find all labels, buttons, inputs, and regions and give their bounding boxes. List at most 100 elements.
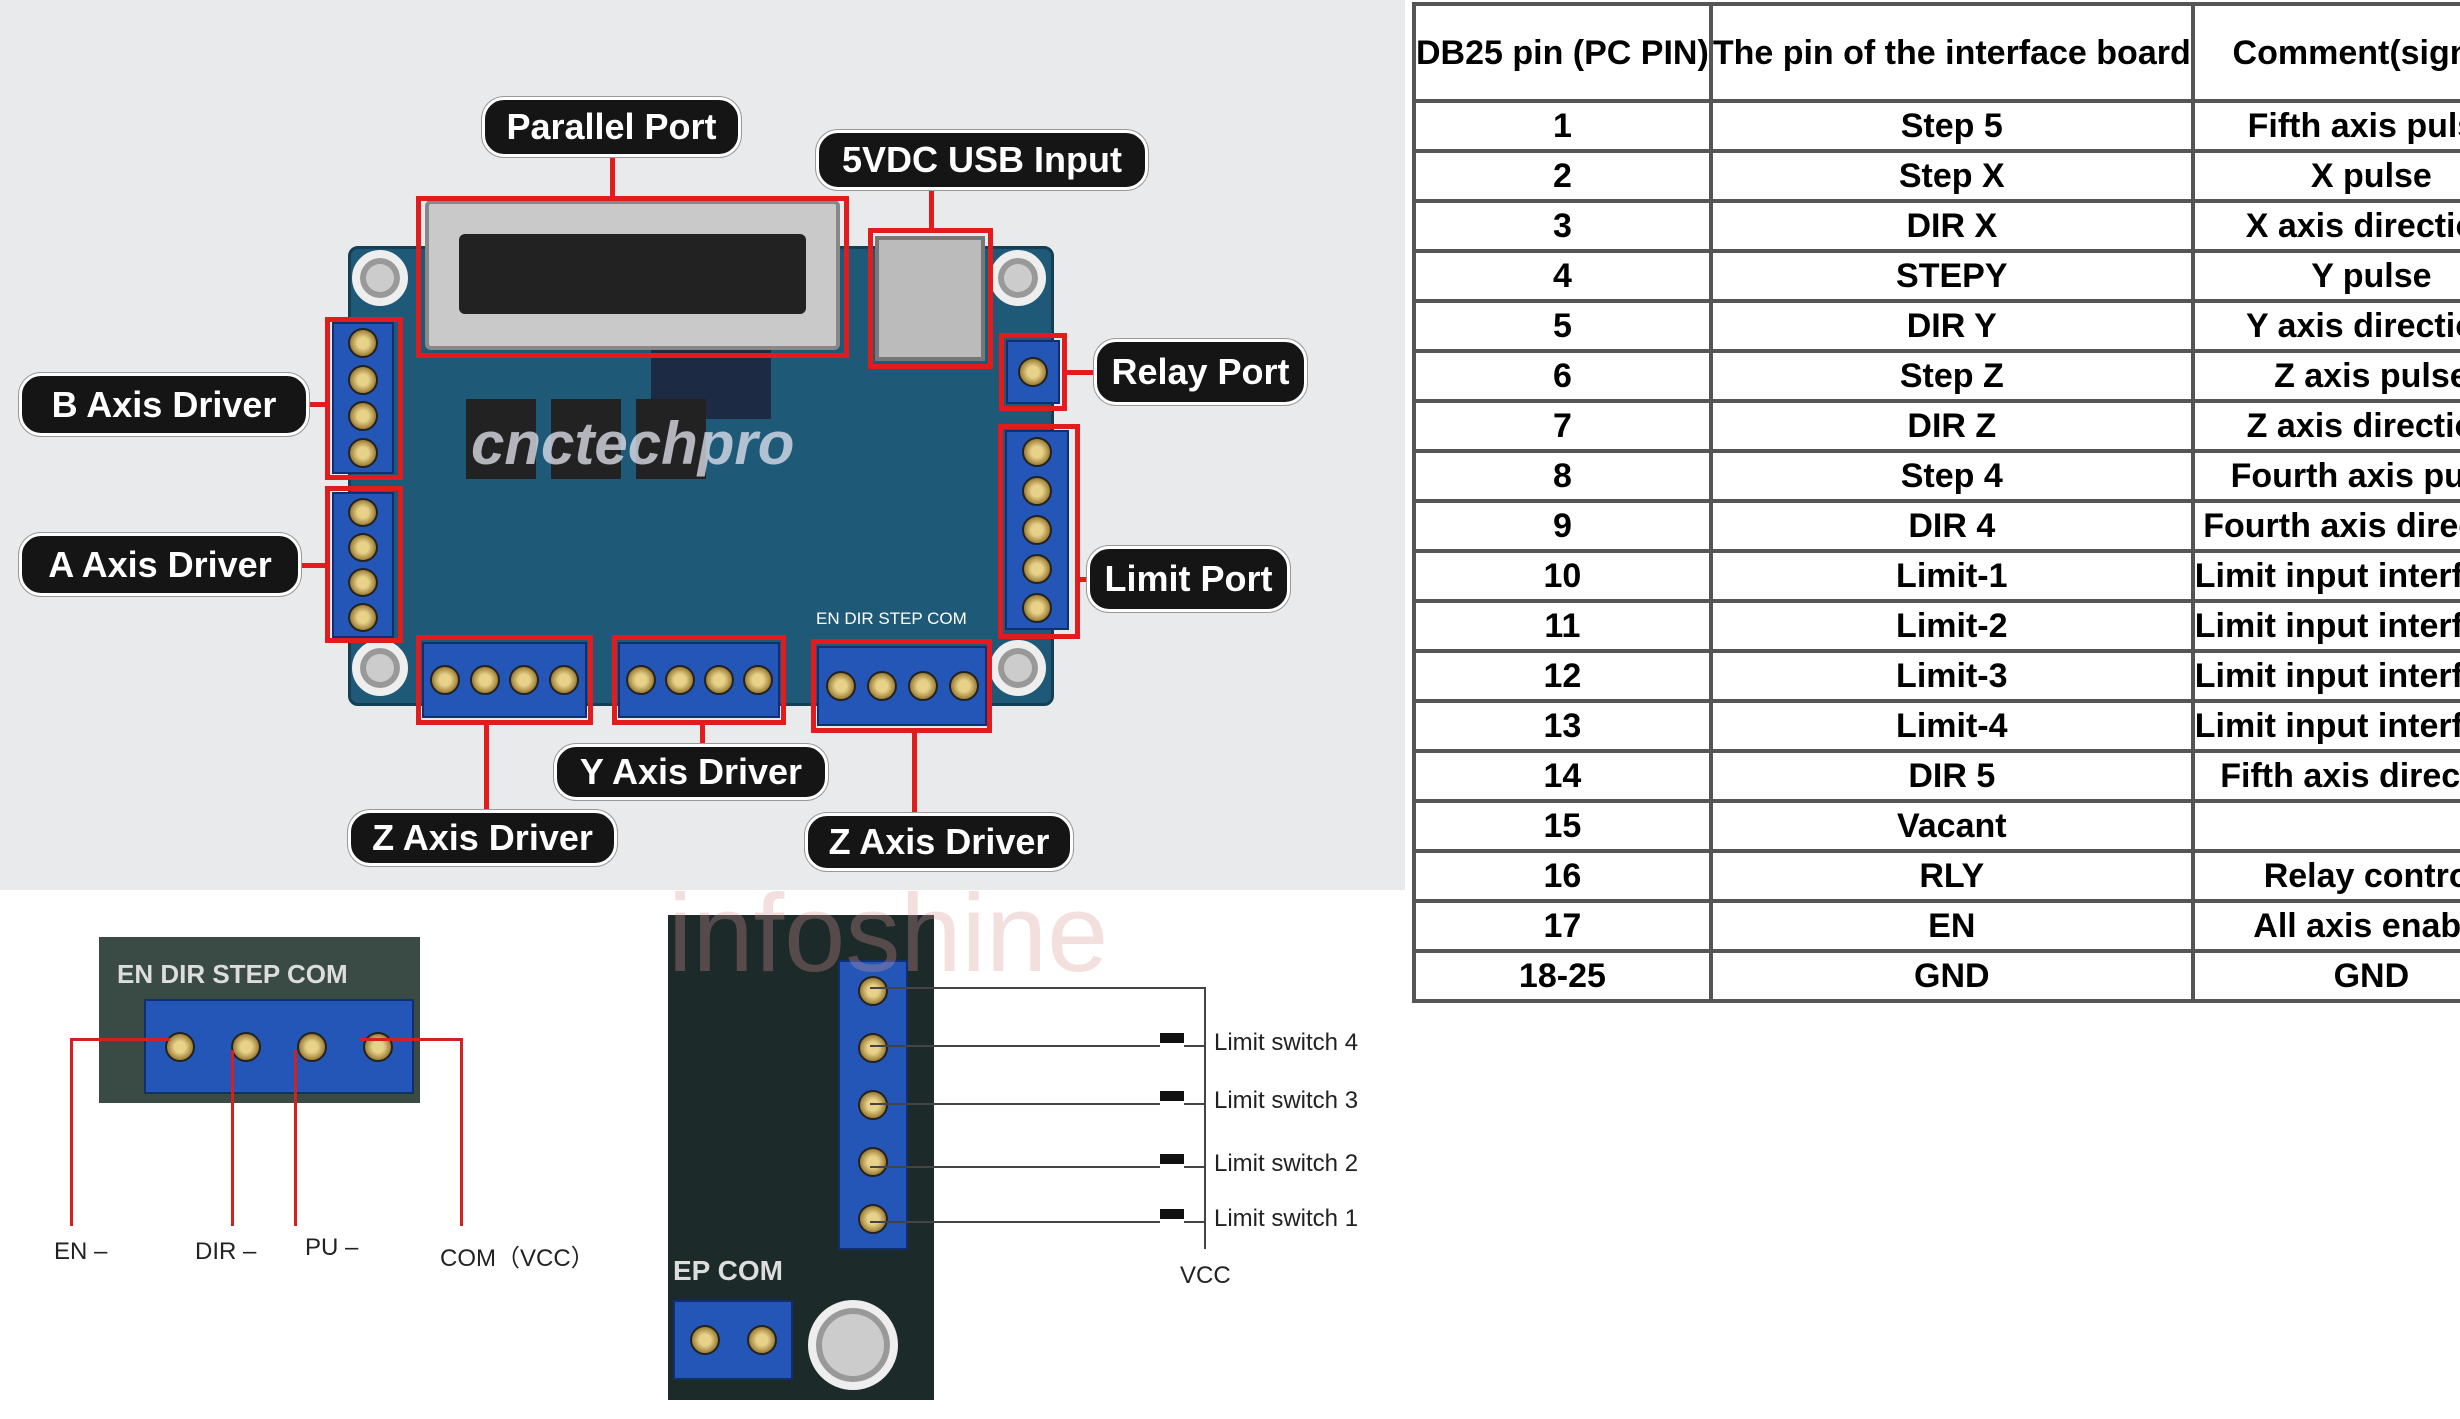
cell-comment: Y axis direction	[2190, 299, 2460, 353]
cell-board-pin: Step 5	[1708, 99, 2195, 153]
cell-board-pin: Step Z	[1708, 349, 2195, 403]
photo-silkscreen: EP COM	[673, 1255, 783, 1286]
cell-pin: 18-25	[1412, 949, 1713, 1003]
cell-comment: Fourth axis pulse	[2190, 449, 2460, 503]
cell-board-pin: Limit-3	[1708, 649, 2195, 703]
cell-pin: 10	[1412, 549, 1713, 603]
cell-comment: Relay control	[2190, 849, 2460, 903]
header-board-pin: The pin of the interface board	[1708, 2, 2195, 103]
watermark: cnctechpro	[471, 410, 795, 477]
cell-comment: Fifth axis pulse	[2190, 99, 2460, 153]
cell-board-pin: GND	[1708, 949, 2195, 1003]
cell-comment: Fifth axis direction	[2190, 749, 2460, 803]
cell-comment: Limit input interface 3	[2190, 649, 2460, 703]
chip	[466, 399, 536, 479]
label-z-axis-left: Z Axis Driver	[348, 810, 617, 866]
cell-board-pin: Step X	[1708, 149, 2195, 203]
cell-pin: 1	[1412, 99, 1713, 153]
header-db25-pin: DB25 pin (PC PIN)	[1412, 2, 1713, 103]
cell-board-pin: DIR 5	[1708, 749, 2195, 803]
cell-comment: Limit input interface 4	[2190, 699, 2460, 753]
limit-terminal-photo: EP COM	[668, 915, 934, 1400]
cell-comment	[2190, 799, 2460, 853]
cell-board-pin: Limit-4	[1708, 699, 2195, 753]
cell-pin: 8	[1412, 449, 1713, 503]
terminal-silkscreen: EN DIR STEP COM	[117, 959, 348, 989]
chip	[551, 399, 621, 479]
cell-board-pin: Vacant	[1708, 799, 2195, 853]
board-photo-area: JQC-3FF EN DIR STEP COM cnctechpro Paral…	[0, 0, 1405, 890]
cell-board-pin: EN	[1708, 899, 2195, 953]
cell-pin: 5	[1412, 299, 1713, 353]
cell-comment: Y pulse	[2190, 249, 2460, 303]
switch-icon	[1160, 1209, 1184, 1219]
cell-board-pin: STEPY	[1708, 249, 2195, 303]
label-pu: PU –	[305, 1234, 359, 1261]
label-en: EN –	[54, 1238, 108, 1265]
cell-comment: X pulse	[2190, 149, 2460, 203]
cell-pin: 6	[1412, 349, 1713, 403]
header-comment: Comment(signal)	[2190, 2, 2460, 103]
cell-board-pin: Step 4	[1708, 449, 2195, 503]
cell-pin: 4	[1412, 249, 1713, 303]
label-limit-port: Limit Port	[1087, 546, 1290, 612]
cell-comment: X axis direction	[2190, 199, 2460, 253]
label-z-axis-right: Z Axis Driver	[805, 813, 1073, 871]
cell-pin: 11	[1412, 599, 1713, 653]
cell-pin: 9	[1412, 499, 1713, 553]
cell-pin: 2	[1412, 149, 1713, 203]
usb-connector	[875, 236, 985, 361]
label-parallel-port: Parallel Port	[482, 97, 741, 157]
cell-pin: 7	[1412, 399, 1713, 453]
terminal-silkscreen: EN DIR STEP COM	[816, 609, 967, 628]
cell-pin: 3	[1412, 199, 1713, 253]
cell-pin: 17	[1412, 899, 1713, 953]
limit-switch-label: Limit switch 4	[1214, 1029, 1359, 1056]
driver-terminal-photo: EN DIR STEP COM	[99, 937, 420, 1103]
label-a-axis: A Axis Driver	[19, 533, 301, 596]
label-relay-port: Relay Port	[1094, 339, 1307, 405]
cell-comment: Limit input interface 2	[2190, 599, 2460, 653]
switch-icon	[1160, 1091, 1184, 1101]
chip	[636, 399, 706, 479]
cell-comment: Fourth axis direction	[2190, 499, 2460, 553]
cell-board-pin: DIR Y	[1708, 299, 2195, 353]
cell-board-pin: DIR X	[1708, 199, 2195, 253]
cell-board-pin: Limit-2	[1708, 599, 2195, 653]
label-y-axis: Y Axis Driver	[554, 744, 828, 800]
cell-board-pin: DIR Z	[1708, 399, 2195, 453]
cell-comment: Limit input interface 1	[2190, 549, 2460, 603]
cell-board-pin: RLY	[1708, 849, 2195, 903]
limit-switch-label: Limit switch 2	[1214, 1150, 1359, 1177]
db25-pin-table: DB25 pin (PC PIN) The pin of the interfa…	[1412, 2, 2460, 1003]
label-usb-input: 5VDC USB Input	[816, 130, 1148, 190]
cell-pin: 15	[1412, 799, 1713, 853]
cell-comment: All axis enable	[2190, 899, 2460, 953]
cell-comment: Z axis pulse	[2190, 349, 2460, 403]
table-header: DB25 pin (PC PIN) The pin of the interfa…	[1412, 2, 2460, 103]
label-b-axis: B Axis Driver	[19, 373, 309, 436]
label-dir: DIR –	[195, 1238, 257, 1265]
cell-pin: 14	[1412, 749, 1713, 803]
cell-pin: 16	[1412, 849, 1713, 903]
cell-comment: Z axis direction	[2190, 399, 2460, 453]
cell-pin: 12	[1412, 649, 1713, 703]
